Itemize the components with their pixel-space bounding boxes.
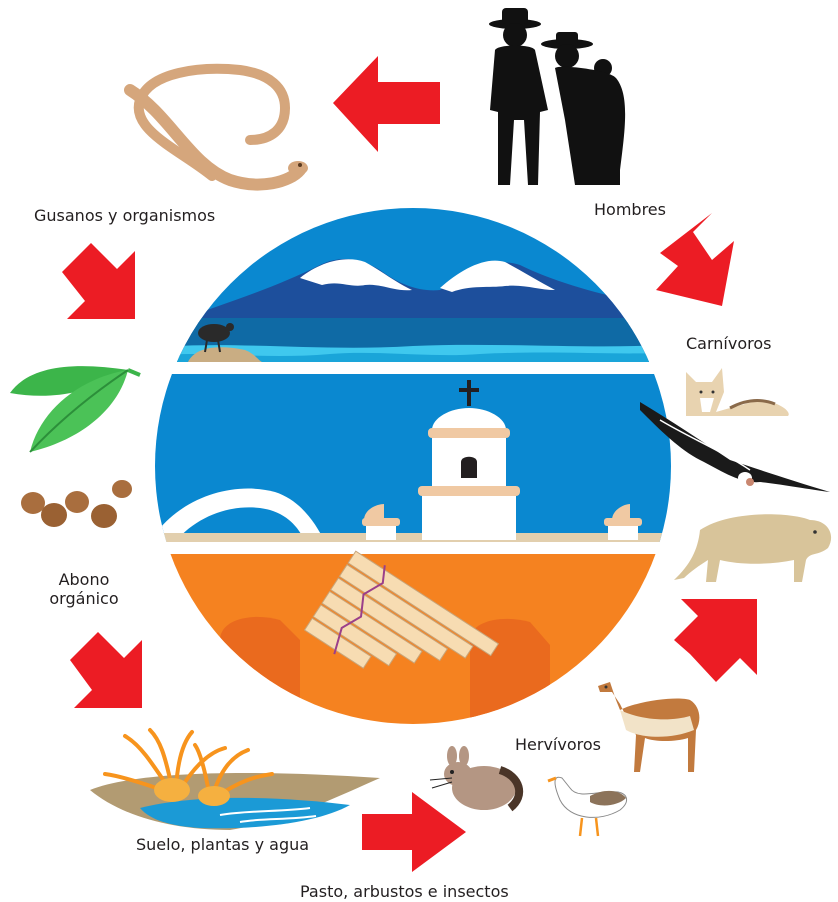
- arrow-suelo-to-pasto: [362, 792, 466, 872]
- label-abono-line2: orgánico: [49, 589, 119, 608]
- label-gusanos: Gusanos y organismos: [34, 206, 216, 225]
- leaf-icon: [10, 366, 141, 453]
- label-pasto: Pasto, arbustos e insectos: [300, 882, 509, 901]
- puma-icon: [674, 514, 832, 582]
- mountain-band: [155, 208, 671, 362]
- arrow-hombres-to-gusanos: [333, 56, 440, 152]
- church-icon: [418, 380, 520, 540]
- vicuna-icon: [598, 682, 700, 772]
- central-scene: [155, 208, 671, 724]
- bird-icon: [198, 323, 234, 353]
- panpipe-icon: [303, 550, 500, 669]
- worm-icon: [124, 63, 308, 191]
- small-chapel-left: [362, 504, 400, 540]
- label-abono-line1: Abono: [58, 570, 110, 589]
- label-carnivoros: Carnívoros: [686, 334, 772, 353]
- arrow-gusanos-to-plantas: [62, 243, 135, 319]
- arrow-abono-to-suelo: [70, 632, 142, 708]
- cycle-arrows: [62, 56, 757, 872]
- label-abono: Abono orgánico: [44, 570, 124, 608]
- arrow-hervivoros-to-carnivoros: [674, 599, 757, 682]
- panpipe-band: [155, 550, 671, 724]
- plant-icon: [90, 728, 380, 830]
- arrow-carnivoros-to-hombres: [656, 213, 734, 306]
- church-band: [155, 374, 671, 542]
- label-suelo: Suelo, plantas y agua: [136, 835, 310, 854]
- label-hombres: Hombres: [594, 200, 666, 219]
- condor-icon: [640, 402, 830, 492]
- goose-icon: [547, 776, 627, 837]
- manure-icon: [21, 480, 132, 528]
- small-chapel-right: [604, 504, 642, 540]
- people-icon: [489, 8, 626, 185]
- fox-icon: [686, 368, 789, 416]
- label-hervivoros: Hervívoros: [515, 735, 601, 754]
- chinchilla-icon: [429, 746, 524, 812]
